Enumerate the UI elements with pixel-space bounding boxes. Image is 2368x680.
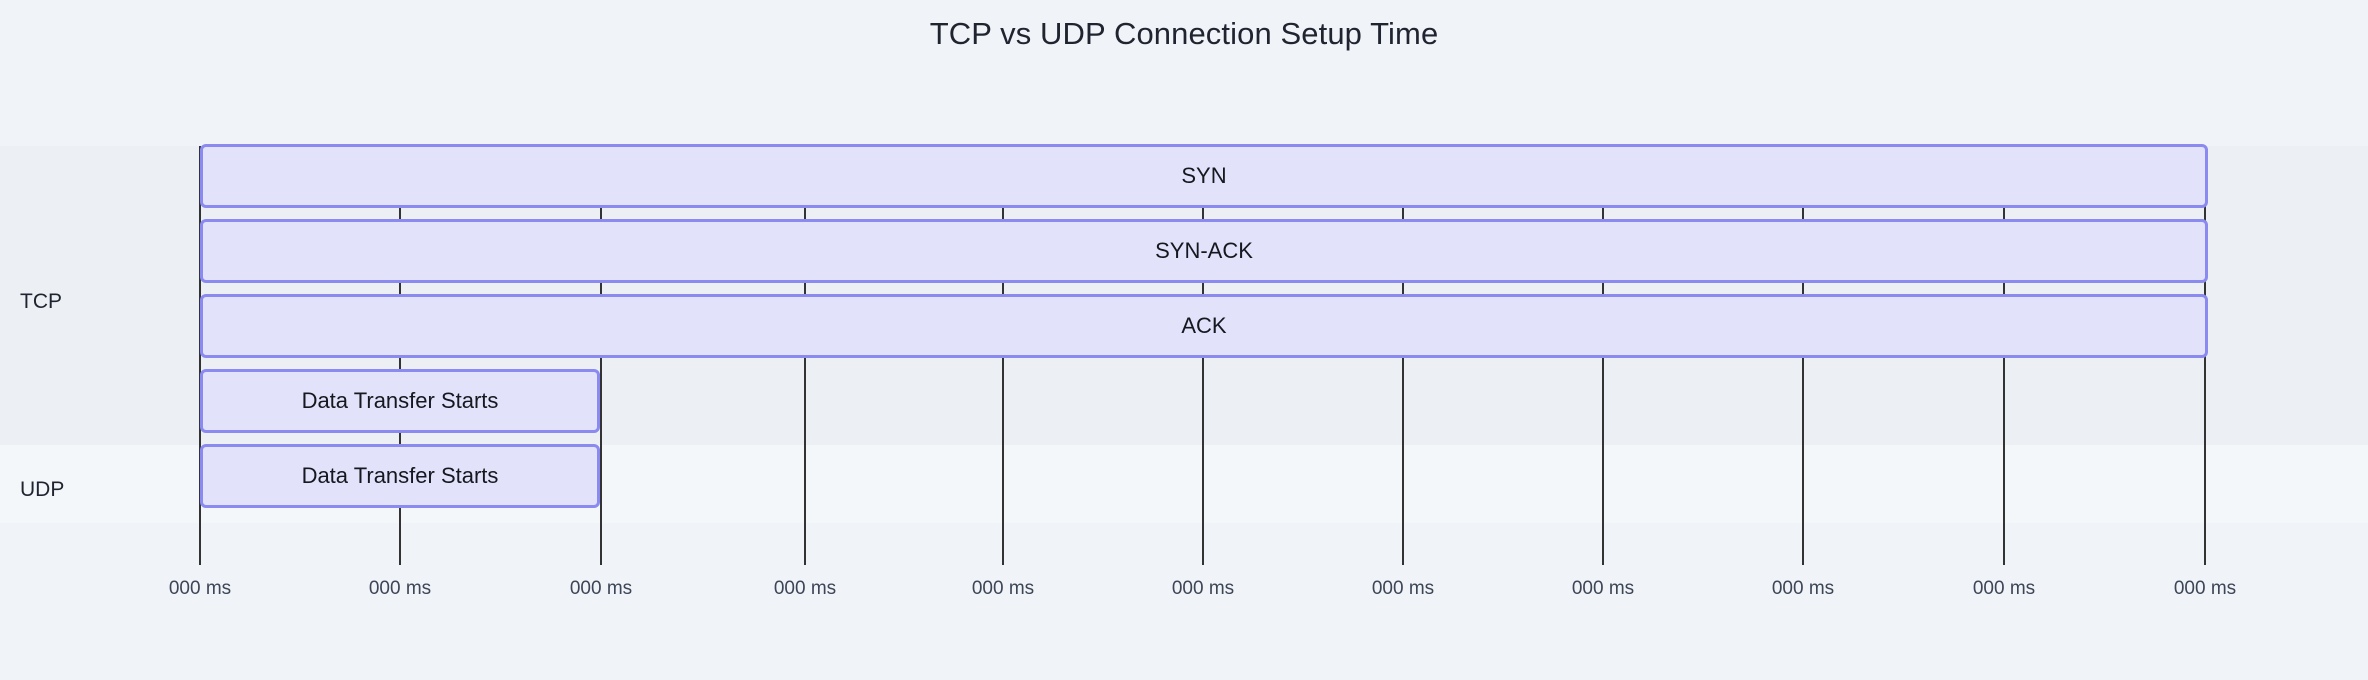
- axis-tick-label: 000 ms: [168, 578, 232, 599]
- axis-tick-label: 000 ms: [1371, 578, 1435, 599]
- page-title: TCP vs UDP Connection Setup Time: [929, 16, 1439, 51]
- task-bar[interactable]: SYN-ACK: [200, 219, 2208, 283]
- axis-tick-label: 000 ms: [569, 578, 633, 599]
- task-bar[interactable]: Data Transfer Starts: [200, 369, 600, 433]
- task-bar-label: ACK: [1181, 313, 1227, 338]
- axis-tick-label: 000 ms: [1571, 578, 1635, 599]
- task-bar-label: Data Transfer Starts: [301, 388, 499, 413]
- axis-tick-label: 000 ms: [1171, 578, 1235, 599]
- axis-tick-label: 000 ms: [1771, 578, 1835, 599]
- axis-tick-label: 000 ms: [368, 578, 432, 599]
- task-bar[interactable]: ACK: [200, 294, 2208, 358]
- section-label-tcp: TCP: [20, 290, 62, 313]
- section-label-udp: UDP: [20, 478, 65, 501]
- task-bar[interactable]: Data Transfer Starts: [200, 444, 600, 508]
- axis-tick-label: 000 ms: [1972, 578, 2036, 599]
- axis-tick-label: 000 ms: [773, 578, 837, 599]
- axis-tick-label: 000 ms: [971, 578, 1035, 599]
- task-bar[interactable]: SYN: [200, 144, 2208, 208]
- task-bar-label: Data Transfer Starts: [301, 463, 499, 488]
- axis-tick-label: 000 ms: [2173, 578, 2237, 599]
- task-bar-label: SYN-ACK: [1155, 238, 1253, 263]
- grid-line: [199, 146, 201, 565]
- task-bar-label: SYN: [1181, 163, 1227, 188]
